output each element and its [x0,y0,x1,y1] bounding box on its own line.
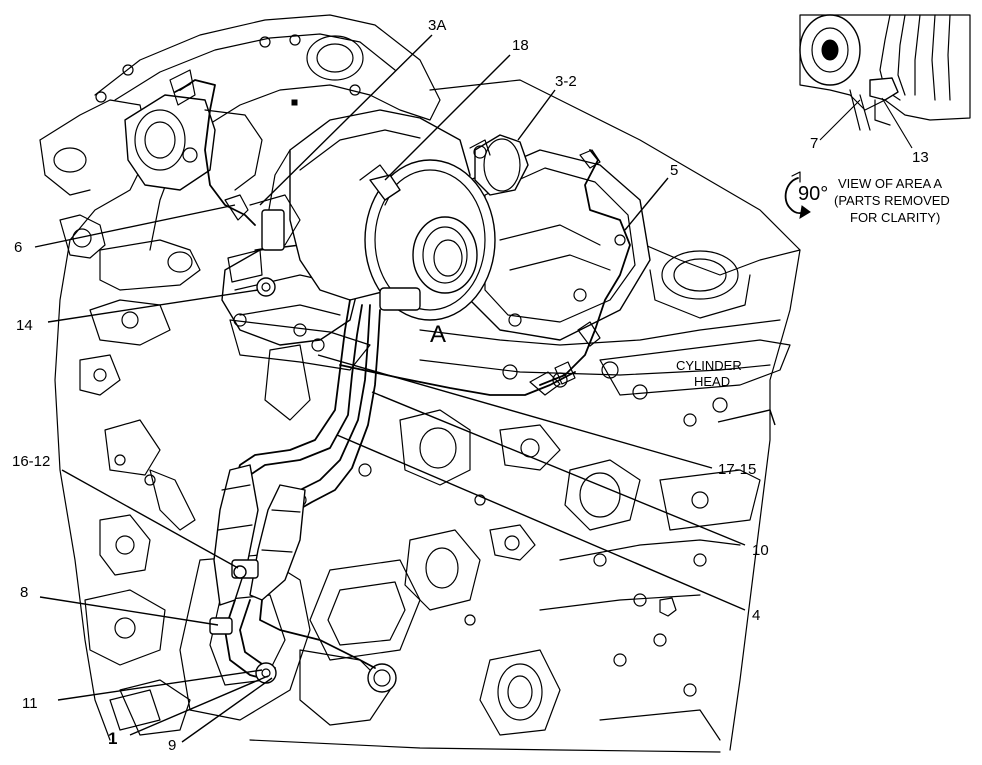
callout-7: 7 [810,135,818,152]
callout-17-15: 17-15 [718,461,756,478]
callout-3-2: 3-2 [555,73,577,90]
cylinder-head-label-line1: CYLINDER [676,358,742,373]
callout-1: 1 [108,729,117,748]
rotation-note: 90° VIEW OF AREA A (PARTS REMOVED FOR CL… [784,171,950,225]
view-note-line3: FOR CLARITY) [850,210,940,225]
marker-dot [291,99,298,106]
callout-18: 18 [512,37,529,54]
callout-11: 11 [22,695,38,712]
rotation-arrowhead-icon [799,205,811,219]
callout-14: 14 [16,317,33,334]
area-a-marker: A [430,321,446,348]
callout-9: 9 [168,737,176,754]
callout-4: 4 [752,607,760,624]
view-note-line2: (PARTS REMOVED [834,193,950,208]
callout-5: 5 [670,162,678,179]
engine-block-drawing [39,14,801,753]
inset-view-area-a [799,14,971,131]
leader-lines [34,34,913,743]
callout-8: 8 [20,584,28,601]
callout-10: 10 [752,542,769,559]
callout-labels: 3A 18 3-2 5 6 14 16-12 8 11 1 9 4 10 17-… [12,17,929,754]
callout-16-12: 16-12 [12,453,50,470]
rotation-angle: 90° [798,183,828,205]
callout-6: 6 [14,239,22,256]
callout-3a: 3A [428,17,446,34]
cylinder-head-label-line2: HEAD [694,374,730,389]
callout-13: 13 [912,149,929,166]
view-note-line1: VIEW OF AREA A [838,176,942,191]
